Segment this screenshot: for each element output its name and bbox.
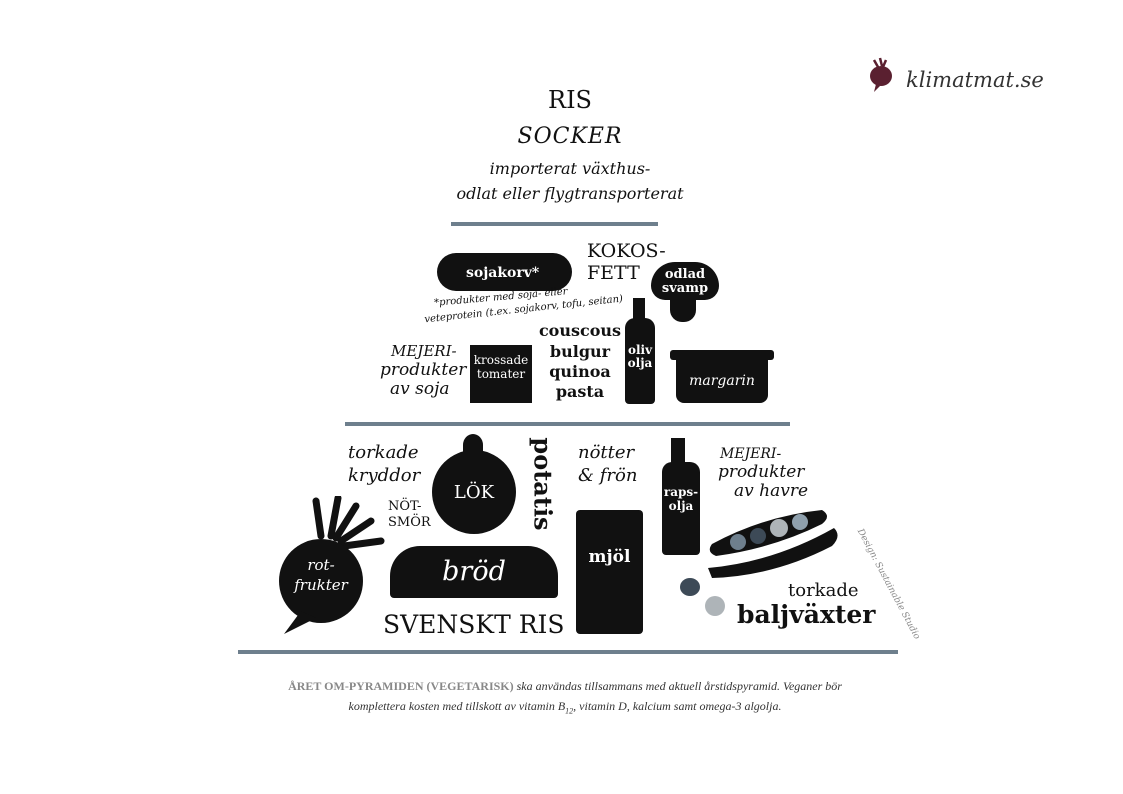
notter-line2: & frön <box>578 465 638 486</box>
import-line1: importerat växthus- <box>489 159 651 178</box>
grain-item: couscous <box>538 321 622 340</box>
oliv-line1: oliv <box>627 343 653 357</box>
sojakorv-shape <box>437 253 572 291</box>
rotfrukter-line2: frukter <box>294 576 348 594</box>
mejeri-soja-line1: MEJERI- <box>391 342 457 360</box>
caption-text-2b: , vitamin D, kalcium samt omega-3 algolj… <box>573 699 782 713</box>
margarine-tub <box>676 356 768 403</box>
flour-bag <box>576 510 643 634</box>
dried-bean-dark <box>680 578 700 596</box>
potatis-label: potatis <box>528 437 558 531</box>
beetroot-icon <box>870 57 892 92</box>
ris-label: RIS <box>548 86 592 114</box>
olive-oil-bottle-neck <box>633 298 645 322</box>
caption: ÅRET OM-PYRAMIDEN (VEGETARISK) ska använ… <box>230 676 900 721</box>
caption-lead: ÅRET OM-PYRAMIDEN (VEGETARISK) <box>288 679 514 693</box>
bread-loaf <box>390 546 558 598</box>
grain-item: pasta <box>555 382 605 401</box>
mushroom-stem <box>670 292 696 322</box>
notsmor-line1: NÖT- <box>388 499 422 514</box>
mejeri-havre-line1: MEJERI- <box>720 446 782 462</box>
svamp-line1: odlad <box>664 267 706 282</box>
notsmor-line2: SMÖR <box>388 515 431 530</box>
beetroot-illustration <box>279 496 385 634</box>
rapeseed-bottle-neck <box>671 438 685 468</box>
baljvaxter-line2: baljväxter <box>737 600 876 629</box>
tomato-carton <box>470 345 532 403</box>
rapeseed-bottle <box>662 462 700 555</box>
mjol-label: mjöl <box>588 547 631 567</box>
baljvaxter-line1: torkade <box>788 580 859 601</box>
margarin-label: margarin <box>689 373 755 389</box>
onion-shape <box>432 450 516 534</box>
tier-divider-3 <box>238 650 898 654</box>
tomato-line1: krossade <box>473 353 529 367</box>
mejeri-soja-line2: produkter <box>380 360 467 380</box>
svenskt-ris-label: SVENSKT RIS <box>383 610 565 639</box>
kokosfett-line1: KOKOS- <box>587 240 666 262</box>
kokosfett-line2: FETT <box>587 262 640 284</box>
mejeri-havre-line2: produkter <box>718 462 805 482</box>
socker-label: SOCKER <box>517 124 623 149</box>
lok-label: LÖK <box>453 482 495 503</box>
kryddor-line2: kryddor <box>348 465 421 486</box>
mejeri-havre-line3: av havre <box>734 481 809 501</box>
onion-top <box>463 434 483 456</box>
tier-divider-2 <box>345 422 790 426</box>
raps-line1: raps- <box>663 485 699 499</box>
import-line2: odlat eller flygtransporterat <box>456 184 684 203</box>
rotfrukter-line1: rot- <box>307 556 335 574</box>
caption-text-1: ska användas tillsammans med aktuell års… <box>513 679 842 693</box>
caption-text-2a: komplettera kosten med tillskott av vita… <box>348 699 566 713</box>
grain-item: bulgur <box>549 342 611 361</box>
kryddor-line1: torkade <box>348 442 419 463</box>
logo[interactable]: klimatmat.se <box>866 56 1046 96</box>
notter-line1: nötter <box>578 442 635 463</box>
svamp-line2: svamp <box>661 281 709 296</box>
raps-line2: olja <box>668 499 694 513</box>
sojakorv-label: sojakorv* <box>466 265 540 281</box>
tier-divider-1 <box>451 222 658 226</box>
mejeri-soja-line3: av soja <box>390 379 450 399</box>
caption-subscript: 12 <box>565 706 574 716</box>
grain-item: quinoa <box>549 362 611 381</box>
dried-bean-light <box>705 596 725 616</box>
bean-pods <box>708 510 838 578</box>
logo-text: klimatmat.se <box>906 68 1044 92</box>
oliv-line2: olja <box>627 356 653 370</box>
brod-label: bröd <box>442 556 506 587</box>
margarine-tub-lid <box>670 350 774 360</box>
tomato-line2: tomater <box>476 367 526 381</box>
olive-oil-bottle <box>625 318 655 404</box>
